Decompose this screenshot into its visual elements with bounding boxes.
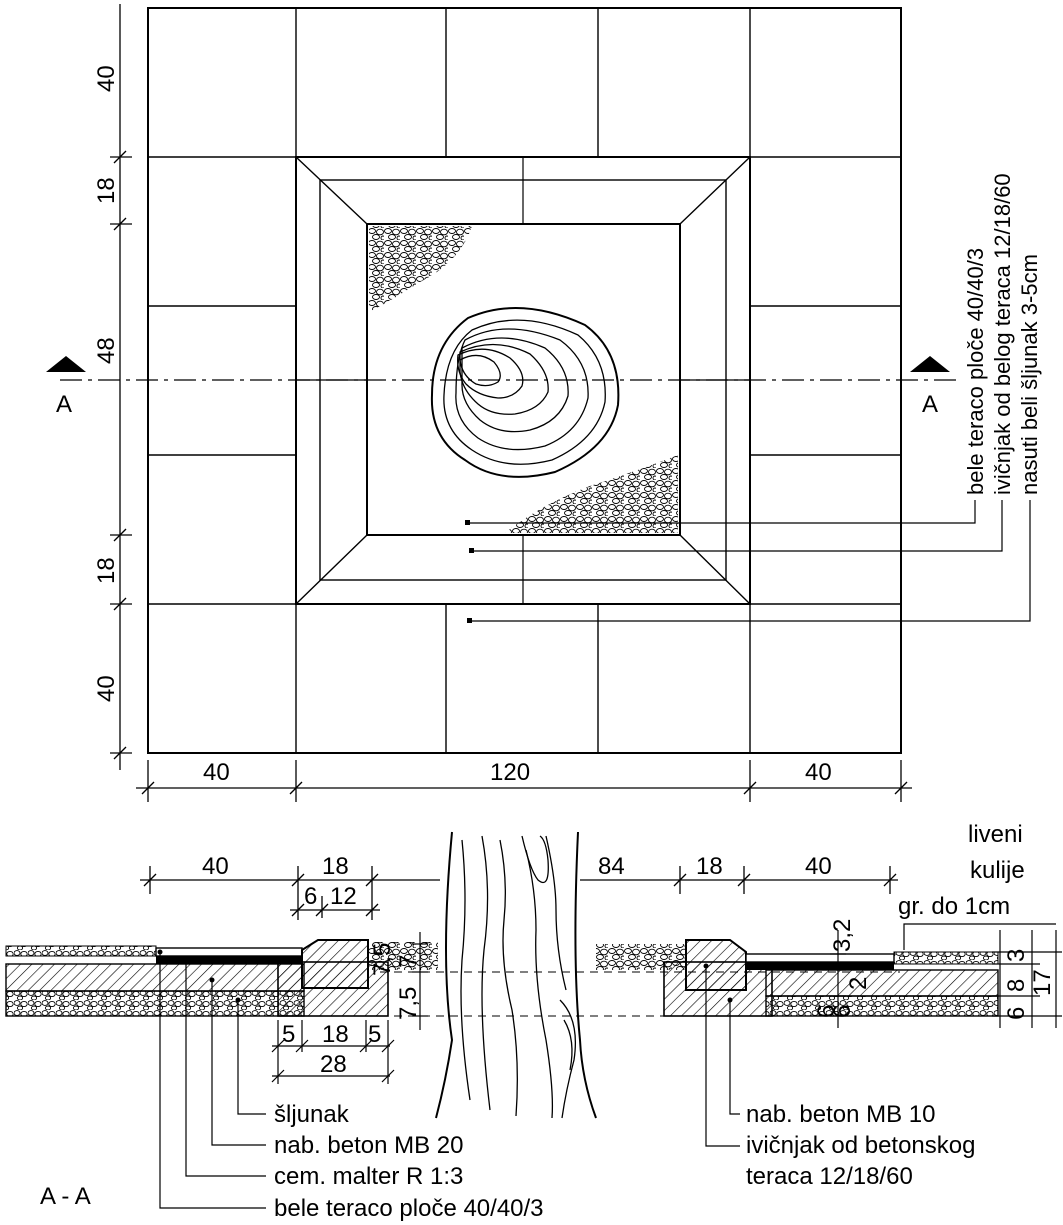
section-label-right-1: nab. beton MB 10 xyxy=(746,1101,935,1128)
left-terrazzo-slab xyxy=(155,947,303,957)
plan-dim-bottom-3: 40 xyxy=(805,759,832,786)
right-terrazzo-slab xyxy=(745,953,895,963)
section-mark-left: A xyxy=(56,391,72,418)
section-right-vertical-dimension xyxy=(830,930,1062,1028)
section-mark-right: A xyxy=(922,391,938,418)
plan-top-tiles xyxy=(148,8,901,158)
plan-dim-bottom-2: 120 xyxy=(490,759,530,786)
section-dim-curb-2: 18 xyxy=(322,1021,349,1048)
left-concrete-layer xyxy=(5,963,305,992)
section-note-line-3: gr. do 1cm xyxy=(898,893,1010,920)
leader-dot-3 xyxy=(467,618,472,623)
section-top-dimension xyxy=(140,866,898,920)
plan-bottom-dimension xyxy=(136,760,912,802)
plan-legend-3: nasuti beli šljunak 3-5cm xyxy=(1017,254,1042,495)
left-curb-body xyxy=(302,988,368,989)
plan-legend-2: ivičnjak od belog teraca 12/18/60 xyxy=(990,173,1015,495)
section-note-leader xyxy=(903,923,1056,950)
section-dim-top-3: 84 xyxy=(598,853,625,880)
section-left-leaders xyxy=(159,952,266,1209)
right-pebble-top-layer xyxy=(893,951,999,965)
plan-dim-bottom-1: 40 xyxy=(203,759,230,786)
section-dim-left-v1: 7 xyxy=(395,955,422,968)
section-note-line-2: kulije xyxy=(970,857,1025,884)
section-right-leaders xyxy=(705,966,740,1147)
section-dim-right-v1: 3,2 xyxy=(829,919,856,952)
section-dim-right-v2: 3 xyxy=(1003,949,1030,962)
section-dim-sub-2: 12 xyxy=(330,883,357,910)
right-mortar-layer xyxy=(746,962,894,970)
leader-dot-section-3 xyxy=(183,957,189,963)
plan-view: A A 40 18 48 18 40 xyxy=(46,4,1042,802)
right-curb xyxy=(685,939,747,991)
leader-dot-section-1 xyxy=(235,997,241,1003)
section-note-line-1: liveni xyxy=(968,821,1023,848)
section-label-left-3: cem. malter R 1:3 xyxy=(274,1163,463,1190)
section-dim-right-v6: 8 xyxy=(1003,979,1030,992)
left-curb xyxy=(301,939,369,989)
section-label-left-2: nab. beton MB 20 xyxy=(274,1132,463,1159)
left-mortar-layer xyxy=(156,956,302,964)
plan-bottom-tiles xyxy=(148,603,901,753)
leader-dot-section-4 xyxy=(157,949,163,955)
pebble-patch-top-left xyxy=(369,226,472,312)
leader-dot-section-6 xyxy=(703,963,709,969)
section-view: 40 18 84 18 40 6 12 xyxy=(5,821,1062,1222)
section-dim-left-v2: 7,5 xyxy=(369,943,396,976)
right-gravel-layer xyxy=(765,995,999,1017)
plan-leader-lines xyxy=(468,500,1031,622)
right-concrete-layer xyxy=(765,969,999,997)
section-label-right-2: ivičnjak od betonskog xyxy=(746,1132,975,1159)
section-dim-curb-3: 5 xyxy=(368,1021,381,1048)
tree-trunk-elevation xyxy=(435,831,597,1119)
section-label-left-4: bele teraco ploče 40/40/3 xyxy=(274,1195,544,1222)
section-dim-sub-1: 6 xyxy=(304,883,317,910)
section-dim-top-4: 18 xyxy=(696,853,723,880)
leader-dot-2 xyxy=(469,548,474,553)
leader-dot-1 xyxy=(465,520,470,525)
plan-dim-left-4: 18 xyxy=(93,557,120,584)
plan-dim-left-2: 18 xyxy=(93,177,120,204)
left-pebble-top-layer xyxy=(5,945,157,957)
section-reference-lines xyxy=(380,971,900,1017)
section-label-right-3: teraca 12/18/60 xyxy=(746,1163,913,1190)
section-dim-right-v8: 6 xyxy=(1003,1007,1030,1020)
section-dim-top-2: 18 xyxy=(322,853,349,880)
leader-dot-section-5 xyxy=(727,997,733,1003)
section-dim-right-v5: 2 xyxy=(845,977,872,990)
section-dim-top-1: 40 xyxy=(202,853,229,880)
section-arrow-left-icon xyxy=(46,356,86,372)
section-arrow-right-icon xyxy=(910,356,950,372)
tree-trunk-plan xyxy=(430,307,620,478)
leader-dot-section-2 xyxy=(209,977,215,983)
plan-left-dimension xyxy=(110,4,132,770)
section-dim-right-v4: 6 xyxy=(829,1005,856,1018)
section-dim-top-5: 40 xyxy=(805,853,832,880)
section-dim-left-v3: 7,5 xyxy=(395,987,422,1020)
section-dim-right-v3: 6 xyxy=(813,1005,840,1018)
pebble-patch-bottom-right xyxy=(505,455,678,533)
section-left-vertical-dimension xyxy=(412,932,428,1030)
section-dim-curb-1: 5 xyxy=(282,1021,295,1048)
section-title: A - A xyxy=(40,1183,91,1210)
plan-dim-left-3: 48 xyxy=(93,337,120,364)
plan-dim-left-1: 40 xyxy=(93,65,120,92)
section-curb-dimension xyxy=(271,1020,395,1084)
plan-legend-1: bele teraco ploče 40/40/3 xyxy=(963,248,988,495)
section-dim-right-v7: 17 xyxy=(1029,969,1056,996)
section-label-left-1: šljunak xyxy=(274,1101,350,1128)
left-gravel-layer xyxy=(5,990,305,1017)
plan-dim-left-5: 40 xyxy=(93,675,120,702)
section-dim-curb-total: 28 xyxy=(320,1051,347,1078)
left-pebble-fill xyxy=(368,942,438,970)
